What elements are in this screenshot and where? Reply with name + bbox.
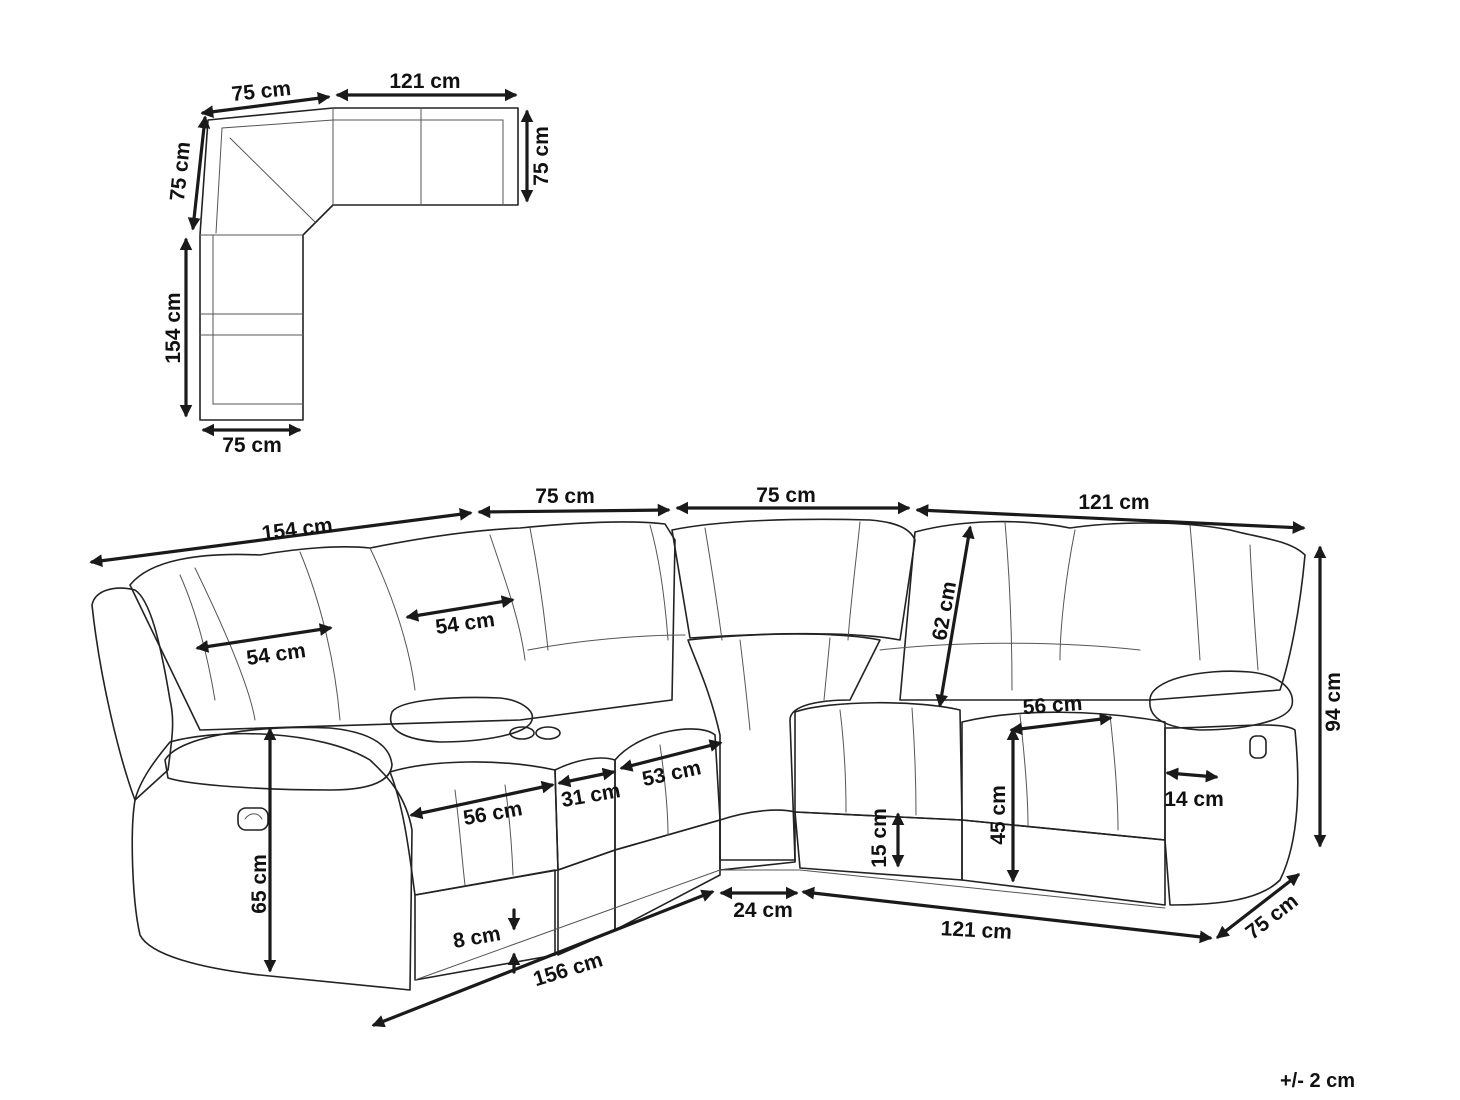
dim-label-top-corner-depth: 75 cm xyxy=(166,141,195,203)
top-view-dimension-labels: 75 cm 121 cm 75 cm 75 cm 154 cm 75 cm xyxy=(162,70,553,457)
dim-label-front-right-length: 121 cm xyxy=(940,917,1012,944)
corner-backrest xyxy=(671,518,916,641)
dim-label-top-right-length: 121 cm xyxy=(389,70,460,93)
dim-label-mid-section-b: 75 cm xyxy=(756,484,816,507)
tolerance-note: +/- 2 cm xyxy=(1280,1070,1356,1092)
dim-label-console-width: 31 cm xyxy=(560,779,623,812)
dim-label-ground-clearance: 8 cm xyxy=(451,922,502,953)
dim-label-leg-height: 15 cm xyxy=(868,808,891,868)
dim-label-left-seat-width: 54 cm xyxy=(245,639,307,670)
dim-label-right-section: 121 cm xyxy=(1078,491,1149,514)
right-seat-1 xyxy=(794,701,963,821)
top-view-plan xyxy=(199,107,519,421)
dim-label-corner-base: 24 cm xyxy=(733,899,793,922)
dim-label-right-seat-width: 56 cm xyxy=(1022,692,1083,719)
dim-label-total-height: 94 cm xyxy=(1322,672,1345,732)
top-view-dimension-lines xyxy=(179,88,534,437)
front-view-dimension-lines xyxy=(89,501,1327,1028)
front-view-sofa xyxy=(91,518,1306,991)
dim-label-left-section: 154 cm xyxy=(260,514,334,546)
center-console xyxy=(389,696,534,743)
left-arm xyxy=(91,587,174,801)
right-arm xyxy=(1149,670,1294,731)
dim-label-front-left-length: 156 cm xyxy=(531,948,606,991)
dim-label-top-right-depth: 75 cm xyxy=(530,126,553,186)
dim-label-seat-height: 45 cm xyxy=(987,785,1010,845)
right-seat-2 xyxy=(961,711,1166,841)
dim-label-top-left-depth: 75 cm xyxy=(222,434,282,457)
dim-label-armrest-width: 14 cm xyxy=(1164,788,1224,811)
dim-label-arm-height: 65 cm xyxy=(248,854,271,914)
dim-label-mid-section-a: 75 cm xyxy=(535,485,595,508)
dim-label-right-depth: 75 cm xyxy=(1241,889,1302,944)
dim-label-back-height: 62 cm xyxy=(928,580,961,643)
dim-label-top-left-length: 154 cm xyxy=(162,292,185,363)
left-backrest xyxy=(129,521,676,731)
right-backrest xyxy=(899,520,1306,701)
